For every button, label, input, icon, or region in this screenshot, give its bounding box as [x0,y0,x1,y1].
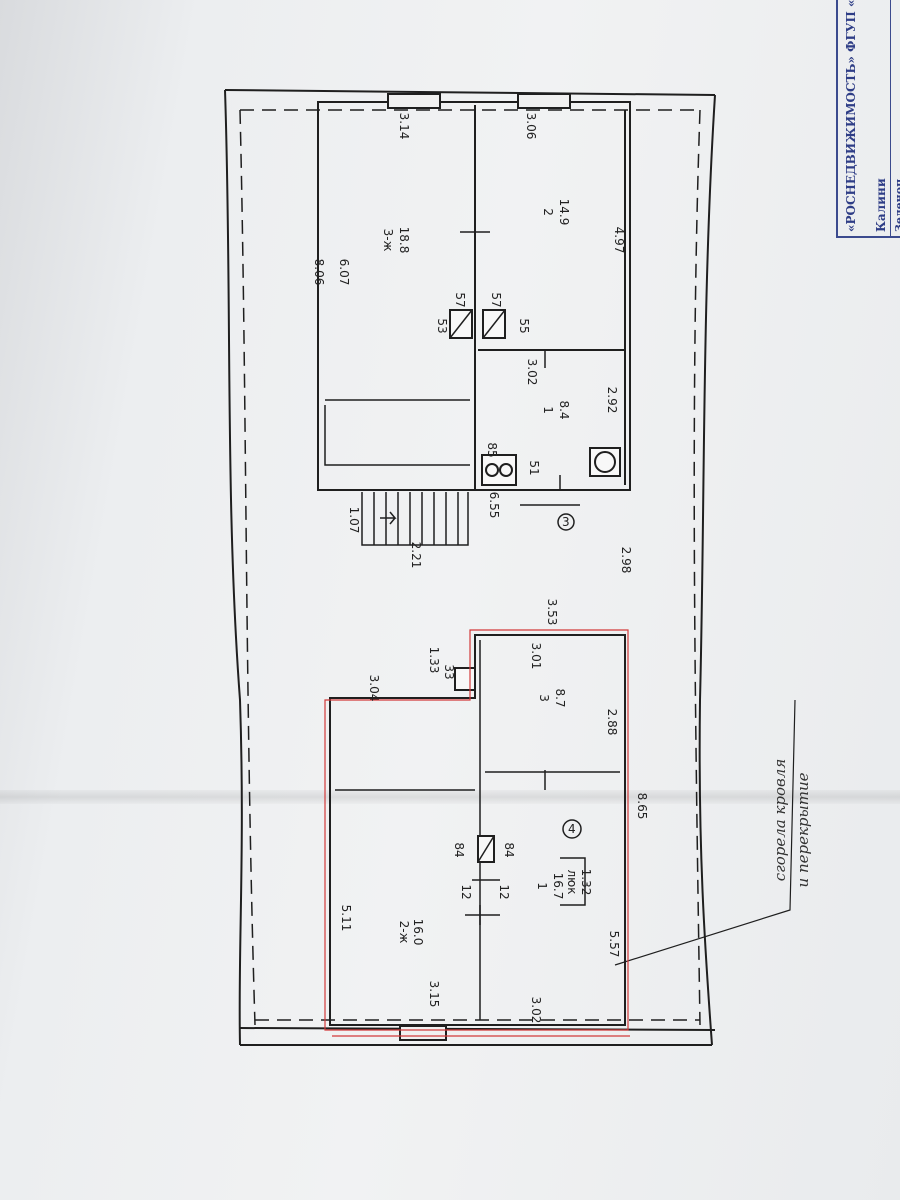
room1-upper-area: 8.4 [557,400,571,419]
dim-room1-lower-width: 3.02 [529,997,543,1024]
axis-4-marker [562,819,582,839]
chimney [454,667,476,691]
room1-lower-label: 1 [535,882,549,890]
axis-4-label: 4 [568,822,576,836]
vent-lower-b2: 12 [497,884,511,899]
dim-room2-lower-len: 5.11 [339,905,353,932]
annotation-line2: и перекрытие [794,772,812,887]
dim-room2-lower-width: 3.15 [427,981,441,1008]
hatch-label: люк [565,869,579,894]
room3-area: 18.8 [397,227,411,254]
hatch-value: 1.32 [579,869,593,896]
stamp-org-name: «РОСНЕДВИЖИМОСТЬ» [844,56,858,232]
vent-b: 57 [489,292,503,307]
axis-3-label: 3 [562,515,570,529]
dim-block3-top: 3.04 [367,675,381,702]
block-upper-small-room [324,399,470,466]
dim-room1-width: 3.02 [525,359,539,386]
block-lower-outline [329,634,626,1026]
room1-lower-area: 16.7 [551,873,565,900]
stove: 85 [485,442,499,457]
outer-bottom-edge [239,1027,716,1031]
dim-room1-len: 2.92 [605,387,619,414]
window-top-left [387,93,441,109]
eave-left [239,109,256,1026]
outer-top-edge [224,89,716,96]
rosnedvizhimost-stamp: Зеленоп Калини «РОСНЕДВИЖИМОСТЬ» ФГУП «Р… [836,0,900,238]
outer-left-edge [224,89,243,1046]
vent-a2: 53 [435,318,449,333]
dim-chimney-d: 33 [442,664,456,679]
room3-lower-label: 3 [537,694,551,702]
dim-room3-top: 3.53 [545,599,559,626]
window-bottom [399,1025,447,1041]
outer-right-edge [698,94,716,1046]
dim-to-axis3: 6.55 [487,492,501,519]
stamp-org: «РОСНЕДВИЖИМОСТЬ» ФГУП «Ро [842,0,872,236]
room2-area: 14.9 [557,199,571,226]
stove2: 51 [527,460,541,475]
hatch [560,857,586,906]
dim-room3-width: 3.14 [397,113,411,140]
annotation-line1: сгорела кровля [771,759,789,882]
dim-room3-len: 6.07 [337,259,351,286]
dim-stair-width: 1.07 [347,507,361,534]
dim-room2-width: 3.06 [524,113,538,140]
room3-lower-area: 8.7 [553,688,567,707]
room3-label: 3-ж [381,229,395,252]
vent-a: 57 [453,292,467,307]
window-top-right [517,93,571,109]
annotation-leader [614,699,796,966]
block-upper-walls [317,102,626,490]
vent-lower-b: 12 [459,884,473,899]
block-lower-walls [335,640,620,1020]
dim-stair-length: 2.21 [409,542,423,569]
stamp-extra: Зеленоп [891,0,900,236]
vent-lower-a2: 84 [502,842,516,857]
dim-overall-width-left: 8.06 [312,259,326,286]
dim-room2-len: 4.97 [612,227,626,254]
dim-room3-lower-len: 2.88 [605,709,619,736]
dim-gap-between-blocks: 2.98 [619,547,633,574]
vent-lower-a: 84 [452,842,466,857]
axis-3-marker [557,513,575,531]
eave-right [693,109,701,1026]
room2-lower-area: 16.0 [411,919,425,946]
red-trace [324,629,630,1037]
dim-room3-lower-width: 3.01 [529,643,543,670]
stamp-region: Калини [872,0,891,236]
paper-fold [0,790,900,804]
dim-chimney-w: 1.33 [427,647,441,674]
room2-label: 2 [541,208,555,216]
dim-overall-width-right: 8.65 [635,793,649,820]
room2-lower-label: 2-ж [397,921,411,944]
stamp-fgup: ФГУП «Ро [844,0,858,52]
room1-upper-label: 1 [541,406,555,414]
vent-b2: 55 [517,318,531,333]
dim-room1-lower-len: 5.57 [607,931,621,958]
stairs [361,492,469,546]
